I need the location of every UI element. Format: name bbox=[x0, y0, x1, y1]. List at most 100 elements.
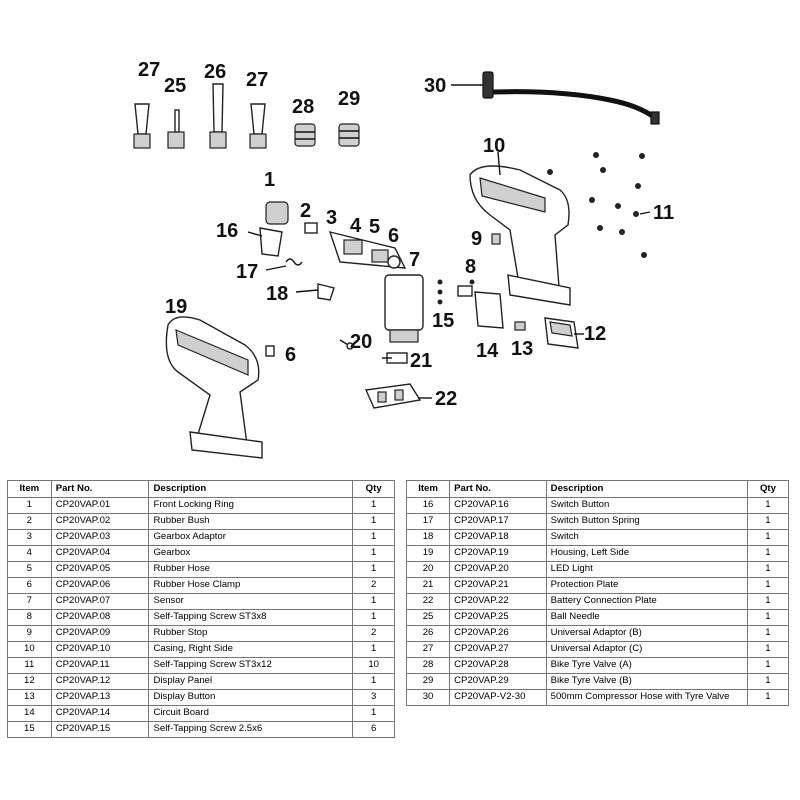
circuit-board-14 bbox=[457, 285, 504, 329]
cell-qty: 1 bbox=[746, 625, 790, 642]
housing-left-19 bbox=[165, 316, 263, 459]
callout-16: 16 bbox=[216, 220, 238, 242]
callout-9: 9 bbox=[471, 228, 482, 250]
cell-part-no: CP20VAP-V2-30 bbox=[449, 689, 547, 706]
cell-description: Self-Tapping Screw ST3x12 bbox=[148, 657, 354, 674]
cell-part-no: CP20VAP.15 bbox=[50, 721, 150, 738]
cell-item: 2 bbox=[7, 513, 52, 530]
cell-qty: 1 bbox=[746, 641, 790, 658]
callout-21: 21 bbox=[410, 350, 432, 372]
cell-description: LED Light bbox=[545, 561, 748, 578]
cell-item: 11 bbox=[7, 657, 52, 674]
cell-description: Self-Tapping Screw ST3x8 bbox=[148, 609, 354, 626]
cell-qty: 1 bbox=[352, 545, 395, 562]
bike-valve-29 bbox=[338, 123, 360, 147]
front-locking-ring-1 bbox=[265, 201, 289, 225]
cell-qty: 1 bbox=[352, 529, 395, 546]
cell-item: 15 bbox=[7, 721, 52, 738]
cell-item: 3 bbox=[7, 529, 52, 546]
cell-description: Gearbox bbox=[148, 545, 354, 562]
cell-qty: 1 bbox=[746, 545, 790, 562]
cell-description: Front Locking Ring bbox=[148, 497, 354, 514]
cell-part-no: CP20VAP.25 bbox=[449, 609, 547, 626]
header-qty: Qty bbox=[746, 480, 790, 498]
rubber-stop-9 bbox=[491, 233, 501, 245]
cell-part-no: CP20VAP.01 bbox=[50, 497, 150, 514]
cell-qty: 1 bbox=[746, 561, 790, 578]
cell-qty: 1 bbox=[352, 609, 395, 626]
callout-27: 27 bbox=[138, 59, 160, 81]
cell-description: Bike Tyre Valve (B) bbox=[545, 673, 748, 690]
cell-description: 500mm Compressor Hose with Tyre Valve bbox=[545, 689, 748, 706]
cell-description: Display Button bbox=[148, 689, 354, 706]
battery-plate-22 bbox=[364, 383, 422, 409]
switch-18 bbox=[317, 283, 335, 301]
cell-qty: 1 bbox=[746, 577, 790, 594]
motor bbox=[384, 274, 424, 343]
cell-description: Switch Button Spring bbox=[545, 513, 748, 530]
header-item: Item bbox=[7, 480, 52, 498]
cell-description: Battery Connection Plate bbox=[545, 593, 748, 610]
header-description: Description bbox=[545, 480, 748, 498]
callout-30: 30 bbox=[424, 75, 446, 97]
cell-description: Gearbox Adaptor bbox=[148, 529, 354, 546]
callout-12: 12 bbox=[584, 323, 606, 345]
cell-part-no: CP20VAP.19 bbox=[449, 545, 547, 562]
table-header-row: Item Part No. Description Qty bbox=[405, 480, 790, 498]
cell-item: 16 bbox=[405, 497, 451, 514]
cell-part-no: CP20VAP.12 bbox=[50, 673, 150, 690]
cell-part-no: CP20VAP.21 bbox=[449, 577, 547, 594]
cell-qty: 10 bbox=[352, 657, 395, 674]
cell-part-no: CP20VAP.11 bbox=[50, 657, 150, 674]
cell-qty: 3 bbox=[352, 689, 395, 706]
cell-item: 8 bbox=[7, 609, 52, 626]
callout-1: 1 bbox=[264, 169, 275, 191]
adaptor-27-right bbox=[249, 103, 267, 149]
cell-part-no: CP20VAP.02 bbox=[50, 513, 150, 530]
cell-item: 1 bbox=[7, 497, 52, 514]
cell-part-no: CP20VAP.08 bbox=[50, 609, 150, 626]
callout-6-lower: 6 bbox=[285, 344, 296, 366]
cell-item: 26 bbox=[405, 625, 451, 642]
cell-part-no: CP20VAP.16 bbox=[449, 497, 547, 514]
callout-20: 20 bbox=[350, 331, 372, 353]
adaptor-27-left bbox=[133, 103, 151, 149]
cell-item: 27 bbox=[405, 641, 451, 658]
cell-item: 13 bbox=[7, 689, 52, 706]
cell-description: Casing, Right Side bbox=[148, 641, 354, 658]
callout-2: 2 bbox=[300, 200, 311, 222]
cell-description: Circuit Board bbox=[148, 705, 354, 722]
cell-description: Switch bbox=[545, 529, 748, 546]
cell-qty: 1 bbox=[746, 497, 790, 514]
callout-10: 10 bbox=[483, 135, 505, 157]
cell-qty: 1 bbox=[352, 497, 395, 514]
callout-4: 4 bbox=[350, 215, 362, 237]
callout-26: 26 bbox=[204, 61, 226, 83]
cell-item: 6 bbox=[7, 577, 52, 594]
table-header-row: Item Part No. Description Qty bbox=[7, 480, 395, 498]
header-description: Description bbox=[148, 480, 354, 498]
cell-part-no: CP20VAP.10 bbox=[50, 641, 150, 658]
cell-description: Universal Adaptor (B) bbox=[545, 625, 748, 642]
cell-qty: 1 bbox=[746, 529, 790, 546]
led-light-20 bbox=[339, 339, 354, 350]
callout-25: 25 bbox=[164, 75, 186, 97]
cell-qty: 1 bbox=[352, 593, 395, 610]
gearbox-assembly bbox=[328, 231, 407, 269]
callout-5: 5 bbox=[369, 216, 380, 238]
cell-item: 9 bbox=[7, 625, 52, 642]
cell-description: Display Panel bbox=[148, 673, 354, 690]
